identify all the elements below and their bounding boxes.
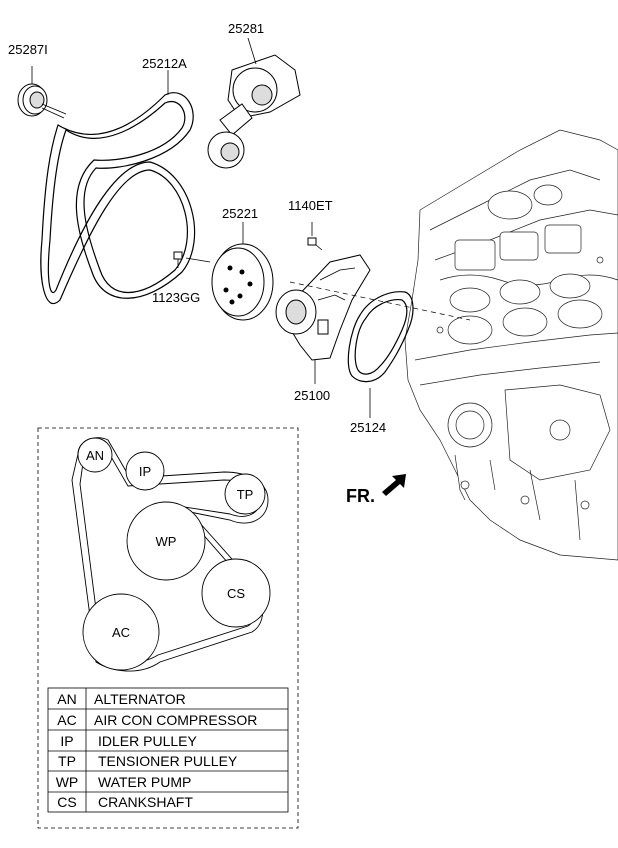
front-direction-marker: FR. [346, 474, 406, 506]
part-label-25212a: 25212A [142, 56, 187, 71]
part-label-1140et: 1140ET [288, 198, 333, 213]
pulley-tp-label: TP [237, 487, 254, 502]
routing-diagram-frame [37, 427, 299, 829]
legend-name: WATER PUMP [98, 774, 191, 790]
legend-code: AC [57, 712, 76, 728]
part-label-25287i: 25287I [8, 42, 48, 57]
engine-block-illustration [404, 129, 618, 561]
drive-belt-illustration [40, 70, 196, 304]
pulley-cs: CS [201, 558, 271, 628]
pulley-ac-label: AC [112, 625, 130, 640]
front-label: FR. [346, 486, 375, 506]
legend-name: CRANKSHAFT [98, 794, 193, 810]
part-label-25124: 25124 [350, 420, 386, 435]
water-pump-illustration [275, 254, 371, 384]
legend-code: IP [60, 733, 73, 749]
pulley-cs-label: CS [227, 586, 245, 601]
part-label-25281: 25281 [228, 21, 264, 36]
pulley-wp: WP [126, 501, 206, 581]
legend-name: ALTERNATOR [94, 691, 186, 707]
water-pump-pulley-illustration [211, 222, 274, 321]
legend-name: TENSIONER PULLEY [98, 753, 238, 769]
pulley-an-label: AN [86, 448, 104, 463]
bolt-1140et-illustration [307, 222, 323, 251]
part-label-25221: 25221 [222, 206, 258, 221]
gasket-illustration [347, 291, 414, 418]
part-label-25100: 25100 [294, 388, 330, 403]
legend-table: AN ALTERNATOR AC AIR CON COMPRESSOR IP I… [47, 687, 289, 813]
idler-pulley-illustration [17, 66, 67, 119]
legend-name: AIR CON COMPRESSOR [94, 712, 257, 728]
legend-code: WP [56, 774, 79, 790]
legend-code: AN [57, 691, 76, 707]
legend-code: TP [58, 753, 76, 769]
legend-code: CS [57, 794, 76, 810]
front-arrow-icon [382, 474, 406, 496]
pulley-an: AN [77, 437, 113, 473]
pulley-wp-label: WP [156, 534, 177, 549]
pulley-ip: IP [125, 451, 165, 491]
tensioner-illustration [207, 37, 301, 169]
part-label-1123gg: 1123GG [152, 290, 200, 305]
pulley-ac: AC [82, 593, 160, 671]
assembly-line [289, 281, 471, 321]
legend-name: IDLER PULLEY [98, 733, 197, 749]
pulley-tp: TP [224, 473, 266, 515]
pulley-ip-label: IP [139, 464, 151, 479]
routing-belt-outer [71, 437, 269, 672]
bolt-1123gg-illustration [173, 251, 211, 268]
